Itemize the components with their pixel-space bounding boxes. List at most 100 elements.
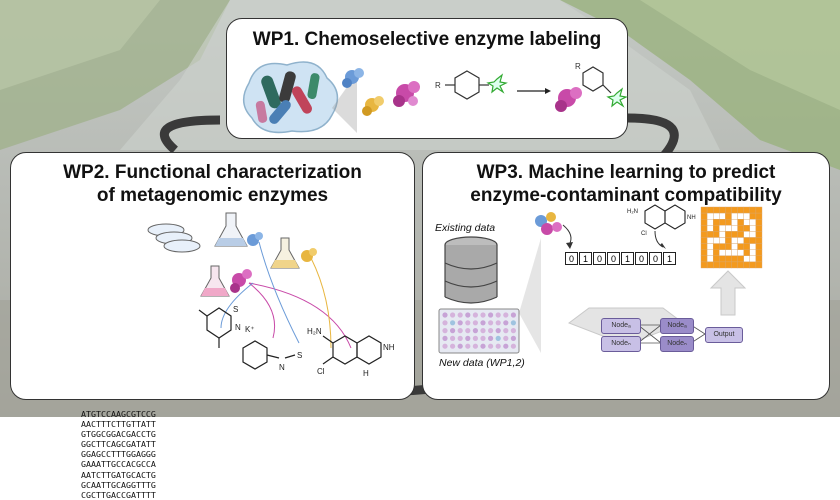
wp1-title: WP1. Chemoselective enzyme labeling <box>252 29 602 50</box>
matrix-cell <box>700 261 708 269</box>
matrix-cell <box>743 212 751 220</box>
matrix-cell <box>719 225 726 232</box>
bit-cell: 0 <box>607 252 620 265</box>
matrix-cell <box>743 249 751 257</box>
well <box>488 320 494 326</box>
well <box>488 343 494 349</box>
well <box>480 335 486 341</box>
matrix-cell <box>743 261 751 269</box>
matrix-cell <box>737 219 744 226</box>
matrix-cell <box>706 249 714 257</box>
wp2-illustration: S N K⁺ N S H₂N Cl NH H <box>147 212 395 378</box>
thiazide-structure <box>644 204 686 230</box>
petri-dish-stack-icon <box>147 223 201 253</box>
matrix-cell <box>700 225 708 232</box>
well <box>450 320 456 326</box>
labeled-enzyme-product <box>555 66 628 112</box>
matrix-cell <box>706 206 714 214</box>
enzyme-blue-icon <box>342 68 364 88</box>
well <box>472 328 478 334</box>
well <box>465 335 471 341</box>
matrix-cell <box>700 219 708 226</box>
matrix-cell <box>713 219 720 226</box>
well-plate-icon <box>438 308 520 354</box>
well <box>465 328 471 334</box>
matrix-cell <box>731 243 738 250</box>
matrix-cell <box>737 243 744 250</box>
matrix-cell <box>755 243 763 250</box>
enzyme-magenta-icon <box>393 81 420 107</box>
matrix-cell <box>737 206 744 214</box>
well <box>510 312 516 318</box>
well <box>510 320 516 326</box>
tetrazine-structure <box>445 70 508 100</box>
well <box>503 343 509 349</box>
matrix-cell <box>725 231 732 238</box>
matrix-cell <box>737 231 744 238</box>
matrix-cell <box>749 212 757 220</box>
matrix-cell <box>713 261 720 269</box>
matrix-cell <box>743 219 751 226</box>
counter-ion-label: K⁺ <box>245 325 255 334</box>
bit-cell: 1 <box>579 252 592 265</box>
matrix-cell <box>713 237 720 244</box>
matrix-cell <box>755 219 763 226</box>
matrix-cell <box>731 231 738 238</box>
well <box>472 312 478 318</box>
well <box>495 335 501 341</box>
matrix-cell <box>713 225 720 232</box>
matrix-cell <box>700 237 708 244</box>
matrix-cell <box>749 206 757 214</box>
matrix-cell <box>743 237 751 244</box>
matrix-cell <box>737 255 744 263</box>
matrix-cell <box>706 243 714 250</box>
matrix-cell <box>755 255 763 263</box>
well <box>503 320 509 326</box>
well <box>495 343 501 349</box>
matrix-cell <box>755 206 763 214</box>
matrix-cell <box>749 255 757 263</box>
up-arrow-icon <box>709 270 747 316</box>
dna-sequence-line: GGAGCCTTTGGAGGG <box>81 449 156 460</box>
matrix-cell <box>737 249 744 257</box>
dna-sequence-line: AACTTTCTTGTTATT <box>81 419 156 430</box>
well <box>503 312 509 318</box>
matrix-cell <box>737 212 744 220</box>
matrix-cell <box>719 255 726 263</box>
matrix-cell <box>719 237 726 244</box>
svg-text:N: N <box>279 363 285 372</box>
matrix-cell <box>725 243 732 250</box>
matrix-cell <box>719 212 726 220</box>
matrix-cell <box>731 212 738 220</box>
matrix-cell <box>713 206 720 214</box>
matrix-cell <box>755 225 763 232</box>
bit-cell: 1 <box>621 252 634 265</box>
matrix-cell <box>713 231 720 238</box>
well <box>488 335 494 341</box>
matrix-cell <box>700 249 708 257</box>
matrix-cell <box>731 219 738 226</box>
matrix-cell <box>725 225 732 232</box>
matrix-cell <box>725 206 732 214</box>
well <box>480 343 486 349</box>
matrix-cell <box>755 261 763 269</box>
matrix-cell <box>749 237 757 244</box>
matrix-cell <box>706 261 714 269</box>
well <box>465 312 471 318</box>
matrix-cell <box>743 255 751 263</box>
existing-data-label: Existing data <box>435 222 496 234</box>
dna-sequence-line: CGCTTGACCGATTTT <box>81 489 156 500</box>
wp2-title-line2: of metagenomic enzymes <box>96 185 329 206</box>
matrix-cell <box>706 219 714 226</box>
well <box>503 328 509 334</box>
matrix-cell <box>719 206 726 214</box>
matrix-cell <box>725 249 732 257</box>
matrix-cell <box>706 225 714 232</box>
matrix-cell <box>737 225 744 232</box>
well <box>442 320 448 326</box>
matrix-cell <box>731 237 738 244</box>
matrix-cell <box>743 206 751 214</box>
well <box>450 343 456 349</box>
matrix-cell <box>725 261 732 269</box>
